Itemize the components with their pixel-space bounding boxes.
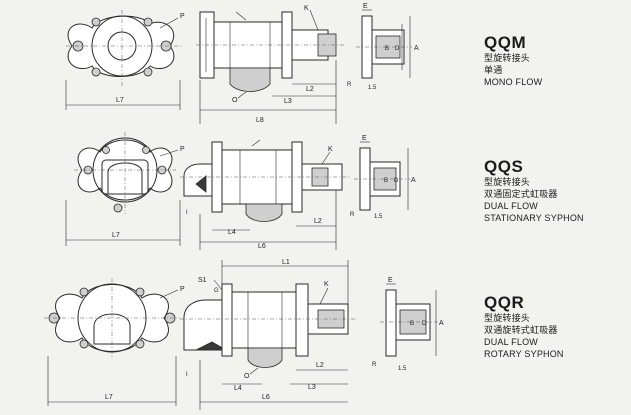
dim-label-l6: L6 xyxy=(258,243,266,250)
model-caption-qqs: QQS 型旋转接头 双通固定式虹吸器 DUAL FLOW STATIONARY … xyxy=(484,158,584,224)
dim-label-l7-3: L7 xyxy=(105,394,113,401)
dim-label-l2: L2 xyxy=(306,86,314,93)
dim-label-e: E xyxy=(363,3,368,10)
dim-label-p: P xyxy=(180,13,185,20)
model-flow-cn: 双通旋转式虹吸器 xyxy=(484,325,558,335)
dim-label-l2-2: L2 xyxy=(314,218,322,225)
dim-label-e-3: E xyxy=(388,277,393,284)
model-flow-en: MONO FLOW xyxy=(484,77,543,87)
dim-label-l7: L7 xyxy=(116,97,124,104)
model-code: QQM xyxy=(484,33,527,52)
dim-label-g: G xyxy=(214,288,219,294)
dim-label-k: K xyxy=(304,5,309,12)
dim-label-b-3: B xyxy=(410,321,414,327)
qqs-front-view: P L7 xyxy=(65,132,185,246)
model-code: QQR xyxy=(484,293,525,312)
model-syphon-en: ROTARY SYPHON xyxy=(484,349,564,359)
qqm-flange-detail: E A D B R 1.5 xyxy=(347,3,419,91)
dim-label-r-2: R xyxy=(350,212,355,218)
dim-label-l8: L8 xyxy=(256,117,264,124)
dim-label-r-3: R xyxy=(372,362,377,368)
dim-label-1-5-3: 1.5 xyxy=(398,366,407,372)
model-syphon-en: STATIONARY SYPHON xyxy=(484,213,584,223)
dim-label-l6-2: L6 xyxy=(262,394,270,401)
model-caption-qqm: QQM 型旋转接头 单通 MONO FLOW xyxy=(484,34,542,88)
dim-label-i: I xyxy=(186,210,188,216)
dim-label-k-2: K xyxy=(328,146,333,153)
dim-label-k-3: K xyxy=(324,281,329,288)
dim-label-s1: S1 xyxy=(198,277,207,284)
dim-label-l1: L1 xyxy=(282,259,290,266)
dim-label-l2-3: L2 xyxy=(316,362,324,369)
model-caption-qqr: QQR 型旋转接头 双通旋转式虹吸器 DUAL FLOW ROTARY SYPH… xyxy=(484,294,564,360)
model-type-cn: 型旋转接头 xyxy=(484,313,531,323)
dim-label-a-2: A xyxy=(411,177,416,184)
qqr-front-view: P L7 xyxy=(44,278,185,406)
dim-label-l4: L4 xyxy=(228,229,236,236)
model-flow-cn: 单通 xyxy=(484,65,503,75)
dim-label-o-2: O xyxy=(244,373,250,380)
qqs-side-view: K I L4 L6 L2 xyxy=(180,139,350,250)
qqr-flange-detail: E A D B R 1.5 xyxy=(372,277,444,372)
dim-label-b: B xyxy=(385,46,389,52)
dim-label-p-3: P xyxy=(180,286,185,293)
model-flow-en: DUAL FLOW xyxy=(484,337,538,347)
dim-label-d-3: D xyxy=(422,321,427,327)
model-flow-cn: 双通固定式虹吸器 xyxy=(484,189,558,199)
dim-label-l3-2: L3 xyxy=(308,384,316,391)
model-code: QQS xyxy=(484,157,524,176)
dim-label-d-2: D xyxy=(394,178,399,184)
model-type-cn: 型旋转接头 xyxy=(484,177,531,187)
dim-label-o: O xyxy=(232,97,238,104)
dim-label-l7-2: L7 xyxy=(112,232,120,239)
dim-label-1-5-2: 1.5 xyxy=(374,214,383,220)
qqs-flange-detail: E A D B R 1.5 xyxy=(350,135,416,220)
dim-label-l4-2: L4 xyxy=(234,385,242,392)
dim-label-p-2: P xyxy=(180,146,185,153)
model-flow-en: DUAL FLOW xyxy=(484,201,538,211)
dim-label-b-2: B xyxy=(384,178,388,184)
qqm-side-view: K O L8 L3 L2 xyxy=(196,5,345,124)
dim-label-l3: L3 xyxy=(284,98,292,105)
dim-label-a: A xyxy=(414,45,419,52)
dim-label-e-2: E xyxy=(362,135,367,142)
qqr-side-view: S1 G K L1 I O L4 L3 L2 L6 xyxy=(180,259,356,410)
dim-label-a-3: A xyxy=(439,320,444,327)
dim-label-1-5: 1.5 xyxy=(368,85,377,91)
dim-label-r: R xyxy=(347,82,352,88)
dim-label-i-2: I xyxy=(186,372,188,378)
dim-label-d-upper: D xyxy=(395,46,400,52)
model-type-cn: 型旋转接头 xyxy=(484,53,531,63)
qqm-front-view: P L7 xyxy=(65,10,185,110)
